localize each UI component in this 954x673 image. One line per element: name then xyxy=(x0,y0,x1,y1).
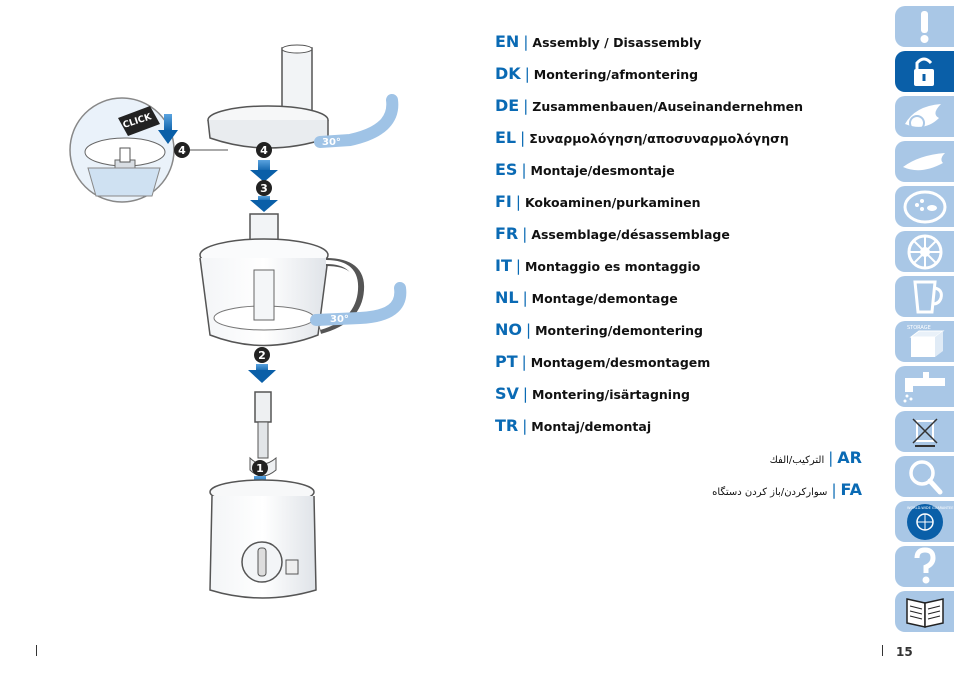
lang-row-pt: PT|Montagem/desmontagem xyxy=(495,352,711,371)
detail-callout: CLICK xyxy=(69,97,228,203)
svg-text:1: 1 xyxy=(256,462,264,475)
rotation-label-bottom: 30° xyxy=(330,314,349,325)
tab-guarantee[interactable]: WORLD-WIDE GUARANTEE xyxy=(895,501,954,542)
rotation-arrow-bottom: 30° xyxy=(310,282,407,326)
padlock-icon xyxy=(914,57,934,86)
tab-cleaning[interactable] xyxy=(895,366,954,407)
lang-row-sv: SV|Montering/isärtagning xyxy=(495,384,690,403)
tab-grater[interactable] xyxy=(895,186,954,227)
lang-row-it: IT|Montaggio es montaggio xyxy=(495,256,701,275)
lang-row-tr: TR|Montaj/demontaj xyxy=(495,416,652,435)
assembly-illustration: CLICK 4 30° 4 3 xyxy=(69,44,407,599)
lid-with-feed-tube xyxy=(207,44,329,149)
guarantee-label: WORLD-WIDE GUARANTEE xyxy=(907,506,953,510)
section-sidebar: STORAGE WORLD-WIDE GUARANTEE xyxy=(895,6,954,636)
tab-safety[interactable] xyxy=(895,6,954,47)
storage-label: STORAGE xyxy=(907,325,931,331)
lang-row-fi: FI|Kokoaminen/purkaminen xyxy=(495,192,701,211)
step-arrow-3: 3 xyxy=(250,180,278,212)
svg-text:4: 4 xyxy=(178,144,186,157)
tab-questions[interactable] xyxy=(895,546,954,587)
svg-text:2: 2 xyxy=(258,349,266,362)
tab-emulsify[interactable] xyxy=(895,231,954,272)
question-icon xyxy=(914,547,936,584)
globe-icon: WORLD-WIDE GUARANTEE xyxy=(907,504,953,540)
jug-icon xyxy=(913,280,943,314)
tab-blade[interactable] xyxy=(895,141,954,182)
grater-disc-icon xyxy=(903,190,947,224)
book-icon xyxy=(906,598,944,628)
rotation-label-top: 30° xyxy=(322,137,341,148)
magnifier-icon xyxy=(909,460,943,495)
tap-icon xyxy=(903,372,945,403)
footer-mark-left xyxy=(36,645,37,656)
step-arrow-2: 2 xyxy=(248,347,276,383)
lang-row-ar: التركيب/الفك|AR xyxy=(769,448,862,467)
lang-row-el: EL|Συναρμολόγηση/αποσυναρμολόγηση xyxy=(495,128,789,147)
slicing-disc-icon xyxy=(905,104,941,131)
lang-row-de: DE|Zusammenbauen/Auseinandernehmen xyxy=(495,96,804,115)
svg-text:4: 4 xyxy=(260,144,268,157)
lang-row-nl: NL|Montage/demontage xyxy=(495,288,678,307)
tab-recipes[interactable] xyxy=(895,591,954,632)
lang-row-fr: FR|Assemblage/désassemblage xyxy=(495,224,730,243)
lang-row-no: NO|Montering/demontering xyxy=(495,320,703,339)
tab-environment[interactable] xyxy=(895,411,954,452)
step-badge-4-callout: 4 xyxy=(174,142,190,158)
exclamation-icon xyxy=(920,11,929,43)
blade-icon xyxy=(903,153,945,171)
rotation-arrow-top: 30° xyxy=(314,94,399,148)
lang-row-fa: سوارکردن/باز کردن دستگاه|FA xyxy=(712,480,862,499)
svg-text:3: 3 xyxy=(260,182,268,195)
lang-row-en: EN|Assembly / Disassembly xyxy=(495,32,702,51)
tab-jug[interactable] xyxy=(895,276,954,317)
page-number: 15 xyxy=(896,645,913,659)
tab-slicing[interactable] xyxy=(895,96,954,137)
tab-storage[interactable]: STORAGE xyxy=(895,321,954,362)
tab-troubleshooting[interactable] xyxy=(895,456,954,497)
blade-tool xyxy=(249,391,277,477)
bowl xyxy=(199,238,365,347)
footer-mark-right xyxy=(882,645,883,656)
step-arrow-4: 4 xyxy=(250,142,278,182)
storage-box-icon: STORAGE xyxy=(907,325,945,357)
recycle-bin-icon xyxy=(912,418,938,447)
lang-row-dk: DK|Montering/afmontering xyxy=(495,64,699,83)
emulsifying-disc-icon xyxy=(907,234,943,270)
lang-row-es: ES|Montaje/desmontaje xyxy=(495,160,675,179)
tab-assembly[interactable] xyxy=(895,51,954,92)
motor-base xyxy=(209,479,317,599)
